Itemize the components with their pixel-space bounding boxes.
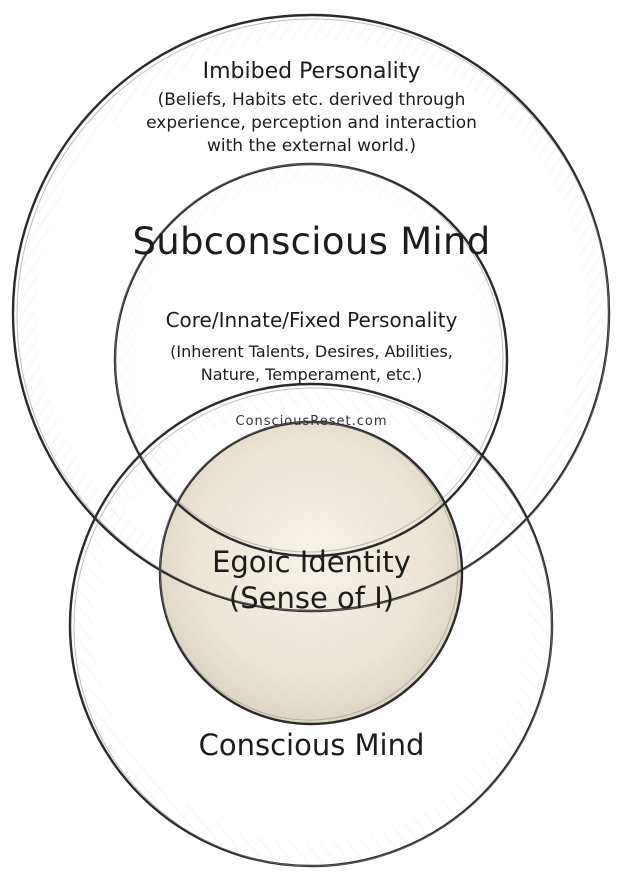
imbibed-personality-description: (Beliefs, Habits etc. derived through ex… bbox=[0, 89, 623, 158]
core-personality-description: (Inherent Talents, Desires, Abilities, N… bbox=[0, 340, 623, 386]
watermark-text: ConsciousReset.com bbox=[235, 414, 388, 429]
core-desc-line: Nature, Temperament, etc.) bbox=[200, 365, 423, 384]
ego-title-line: (Sense of I) bbox=[228, 581, 395, 615]
core-personality-title: Core/Innate/Fixed Personality bbox=[165, 308, 458, 332]
core-desc-line: (Inherent Talents, Desires, Abilities, bbox=[170, 342, 453, 361]
conscious-mind-title: Conscious Mind bbox=[198, 728, 425, 762]
imbibed-personality-title: Imbibed Personality bbox=[202, 59, 421, 84]
subconscious-mind-title: Subconscious Mind bbox=[132, 220, 491, 263]
ego-title-line: Egoic Identity bbox=[212, 545, 411, 579]
imbibed-desc-line: experience, perception and interaction bbox=[146, 113, 477, 133]
imbibed-desc-line: (Beliefs, Habits etc. derived through bbox=[157, 90, 466, 110]
egoic-identity-title: Egoic Identity (Sense of I) bbox=[0, 544, 623, 616]
imbibed-desc-line: with the external world.) bbox=[207, 136, 416, 156]
